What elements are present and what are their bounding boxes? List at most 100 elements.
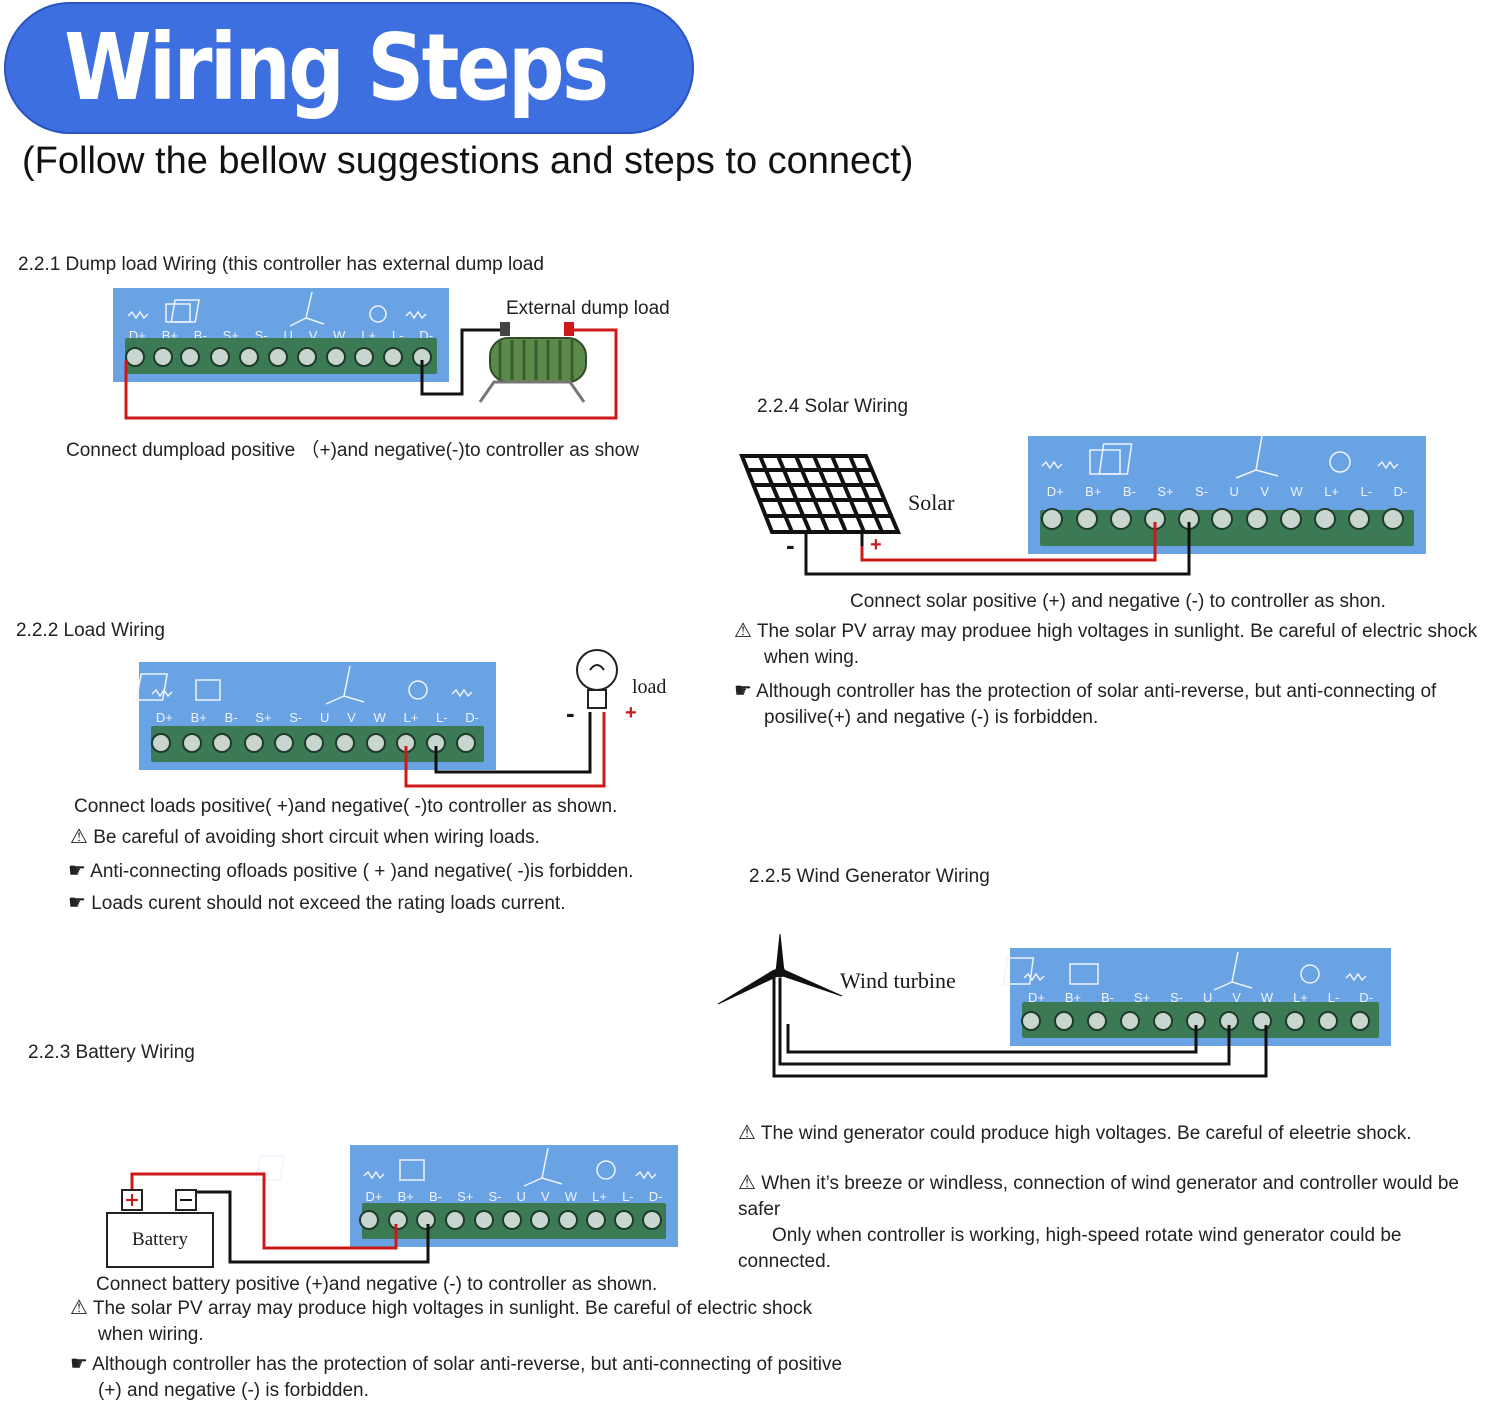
wind-turbine-label: Wind turbine <box>840 968 956 993</box>
warning-text: Anti-connecting ofloads positive ( + )an… <box>90 861 634 882</box>
terminal-label: D- <box>1393 484 1408 499</box>
terminal-label: D+ <box>365 1189 383 1204</box>
load-positive-wire <box>404 712 606 788</box>
controller-icons-load <box>135 665 473 705</box>
battery-warning-2: ☛ Although controller has the protection… <box>70 1351 842 1404</box>
load-label: load <box>632 676 667 698</box>
battery-negative-wire <box>188 1190 430 1264</box>
bulb-icon <box>596 1160 616 1180</box>
controller-icons-battery <box>255 1147 657 1187</box>
resistor-icon <box>635 1170 657 1180</box>
terminals-dump <box>125 347 432 367</box>
battery-icon <box>1069 963 1099 985</box>
solar-panel-icon <box>255 1155 286 1181</box>
terminal-label: D- <box>1359 990 1373 1005</box>
battery-label: Battery <box>132 1229 188 1250</box>
battery-box: Battery <box>106 1212 214 1268</box>
pointing-hand-icon: ☛ <box>68 892 86 914</box>
warning-triangle-icon: ⚠ <box>738 1172 756 1194</box>
solar-negative-wire <box>804 522 1191 576</box>
terminal-label: L- <box>391 328 404 343</box>
load-warning-2: ☛ Anti-connecting ofloads positive ( + )… <box>68 858 634 885</box>
terminal-label: B- <box>1122 484 1136 499</box>
terminal-label: D- <box>465 710 480 725</box>
terminal-label: B- <box>428 1189 442 1204</box>
terminal-label: S+ <box>255 710 272 725</box>
battery-warning-1: ⚠ The solar PV array may produce high vo… <box>70 1295 812 1348</box>
solar-minus: - <box>786 530 795 560</box>
resistor-icon <box>1377 460 1399 470</box>
terminal-label: S+ <box>457 1189 474 1204</box>
wind-turbine-icon <box>325 665 365 705</box>
warning-text: Be careful of avoiding short circuit whe… <box>93 827 540 848</box>
load-heading: 2.2.2 Load Wiring <box>16 620 165 641</box>
load-warning-3: ☛ Loads curent should not exceed the rat… <box>68 890 565 917</box>
warning-text: (+) and negative (-) is forbidden. <box>98 1380 369 1401</box>
terminal-label: V <box>347 710 356 725</box>
battery-heading: 2.2.3 Battery Wiring <box>28 1042 195 1063</box>
solar-panel-icon <box>1002 957 1035 985</box>
terminal-label: U <box>516 1189 526 1204</box>
bulb-icon <box>1329 451 1351 473</box>
terminal-label: S- <box>289 710 303 725</box>
dump-heading: 2.2.1 Dump load Wiring (this controller … <box>18 254 544 275</box>
load-warning-1: ⚠ Be careful of avoiding short circuit w… <box>70 824 540 851</box>
terminal-label: D- <box>648 1189 663 1204</box>
pointing-hand-icon: ☛ <box>70 1353 88 1375</box>
terminal-label: B- <box>224 710 238 725</box>
terminal-label: W <box>1260 990 1274 1005</box>
wind-turbine-icon <box>1213 951 1253 991</box>
bulb-icon <box>408 680 428 700</box>
warning-text: The solar PV array may produee high volt… <box>756 621 1478 642</box>
solar-positive-wire <box>860 522 1157 562</box>
terminal-label: S- <box>1170 990 1184 1005</box>
dump-positive-wire <box>124 328 618 420</box>
terminal-label: B+ <box>1085 484 1102 499</box>
wind-three-phase-wires <box>772 978 1268 1078</box>
warning-text: The solar PV array may produce high volt… <box>92 1298 813 1319</box>
terminal-label: S+ <box>1157 484 1174 499</box>
solar-panel-icon <box>170 299 200 323</box>
load-negative-wire <box>434 712 592 774</box>
terminals-battery <box>359 1210 662 1230</box>
battery-icon <box>1089 449 1121 475</box>
terminals-wind <box>1021 1011 1370 1031</box>
warning-triangle-icon: ⚠ <box>738 1122 756 1144</box>
terminal-label: V <box>308 328 318 343</box>
terminal-label: D+ <box>155 710 173 725</box>
terminal-label: L+ <box>403 710 419 725</box>
bulb-icon <box>1300 964 1320 984</box>
dump-instruction: Connect dumpload positive （+)and negativ… <box>66 440 639 461</box>
load-instruction: Connect loads positive( +)and negative( … <box>74 796 618 817</box>
bulb-icon <box>369 305 387 323</box>
load-plus: + <box>625 702 637 724</box>
page-subtitle: (Follow the bellow suggestions and steps… <box>22 140 914 182</box>
solar-warning-1: ⚠ The solar PV array may produee high vo… <box>734 618 1477 671</box>
controller-icons-dump <box>127 291 427 327</box>
title-banner <box>4 2 694 134</box>
terminal-label: B+ <box>397 1189 414 1204</box>
battery-terminals-icon <box>121 1189 197 1211</box>
wind-turbine-icon <box>523 1147 563 1187</box>
terminal-label: V <box>541 1189 550 1204</box>
terminal-label: L+ <box>592 1189 607 1204</box>
wind-turbine-icon <box>1235 435 1279 479</box>
solar-label: Solar <box>908 490 955 515</box>
pointing-hand-icon: ☛ <box>68 860 86 882</box>
warning-text: when wiring. <box>98 1324 204 1345</box>
solar-heading: 2.2.4 Solar Wiring <box>757 396 909 417</box>
terminal-label: B- <box>1101 990 1115 1005</box>
controller-icons-wind <box>1002 951 1367 991</box>
wind-turbine-icon <box>717 933 843 1005</box>
warning-text: posilive(+) and negative (-) is forbidde… <box>764 707 1099 728</box>
wind-turbine-icon <box>289 291 325 327</box>
dump-load-label: External dump load <box>506 298 670 319</box>
terminal-label: L- <box>1360 484 1373 499</box>
solar-panel-icon <box>135 673 169 701</box>
load-minus: - <box>566 698 575 728</box>
wind-warning-2: ⚠ When it’s breeze or windless, connecti… <box>738 1170 1497 1275</box>
terminal-label: L- <box>1327 990 1340 1005</box>
